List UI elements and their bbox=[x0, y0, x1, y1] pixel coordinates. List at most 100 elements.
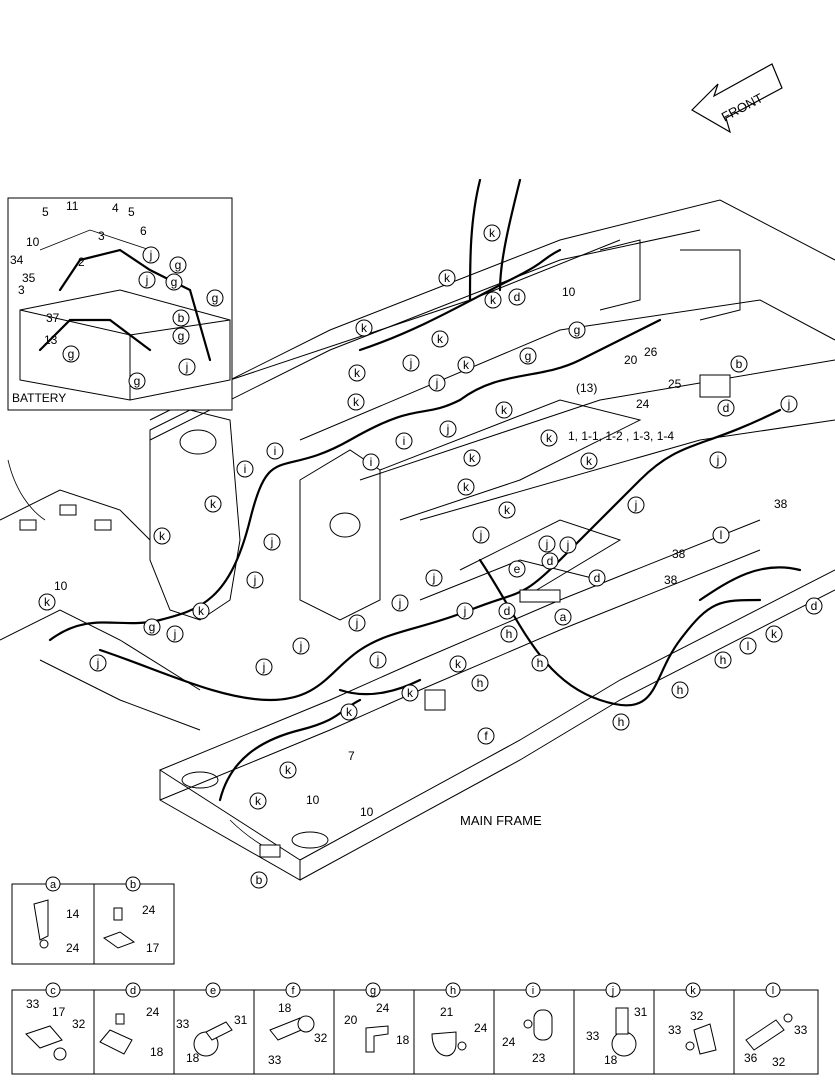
svg-text:18: 18 bbox=[150, 1045, 164, 1059]
detail-d: d 24 18 bbox=[99, 982, 164, 1059]
svg-text:b: b bbox=[736, 357, 743, 371]
svg-text:k: k bbox=[546, 431, 553, 445]
detail-f: f 18 33 32 bbox=[268, 982, 328, 1067]
svg-text:j: j bbox=[634, 498, 638, 512]
svg-text:h: h bbox=[720, 653, 727, 667]
svg-text:j: j bbox=[409, 356, 413, 370]
callout-g: g bbox=[519, 347, 537, 365]
detail-h: h 21 24 bbox=[431, 982, 488, 1057]
svg-text:24: 24 bbox=[142, 903, 156, 917]
svg-text:17: 17 bbox=[52, 1005, 66, 1019]
detail-box-a: a 14 24 bbox=[11, 876, 95, 965]
callout-g: g bbox=[143, 618, 161, 636]
callout-k: k bbox=[449, 655, 467, 673]
svg-text:k: k bbox=[255, 794, 262, 808]
callout-k: k bbox=[463, 449, 481, 467]
svg-text:h: h bbox=[618, 715, 625, 729]
callout-k: k bbox=[457, 356, 475, 374]
svg-text:f: f bbox=[291, 985, 295, 997]
svg-text:j: j bbox=[185, 360, 189, 374]
svg-text:e: e bbox=[514, 562, 521, 576]
callout-j: j bbox=[627, 496, 645, 514]
svg-text:e: e bbox=[210, 985, 216, 997]
svg-text:j: j bbox=[716, 453, 720, 467]
svg-text:g: g bbox=[178, 329, 185, 343]
callout-g: g bbox=[206, 289, 224, 307]
svg-text:c: c bbox=[50, 985, 56, 997]
part-10-bottom-a: 10 bbox=[306, 793, 320, 807]
svg-text:24: 24 bbox=[66, 941, 80, 955]
svg-text:j: j bbox=[566, 538, 570, 552]
svg-text:g: g bbox=[134, 374, 141, 388]
callout-a: a bbox=[554, 608, 572, 626]
svg-text:g: g bbox=[574, 323, 581, 337]
callout-g: g bbox=[165, 273, 183, 291]
inset-part-10: 10 bbox=[26, 235, 40, 249]
harness-part-ref: 1, 1-1, 1-2 , 1-3, 1-4 bbox=[568, 429, 674, 443]
svg-text:k: k bbox=[690, 985, 696, 997]
svg-text:j: j bbox=[270, 535, 274, 549]
svg-text:i: i bbox=[244, 462, 247, 476]
svg-text:j: j bbox=[787, 397, 791, 411]
svg-text:23: 23 bbox=[532, 1051, 546, 1065]
callout-j: j bbox=[472, 526, 490, 544]
svg-text:g: g bbox=[149, 620, 156, 634]
callout-g: g bbox=[169, 256, 187, 274]
svg-text:j: j bbox=[253, 573, 257, 587]
callout-k: k bbox=[401, 684, 419, 702]
svg-text:k: k bbox=[346, 705, 353, 719]
svg-text:k: k bbox=[285, 763, 292, 777]
detail-g: g 24 20 18 bbox=[344, 982, 410, 1053]
svg-text:l: l bbox=[747, 639, 750, 653]
svg-text:h: h bbox=[537, 656, 544, 670]
callout-k: k bbox=[498, 501, 516, 519]
callout-j: j bbox=[780, 395, 798, 413]
callout-k: k bbox=[192, 602, 210, 620]
inset-part-34: 34 bbox=[10, 253, 24, 267]
svg-text:21: 21 bbox=[440, 1005, 454, 1019]
svg-text:k: k bbox=[437, 332, 444, 346]
callout-b: b bbox=[250, 871, 268, 889]
svg-text:i: i bbox=[370, 455, 373, 469]
callout-k: k bbox=[38, 593, 56, 611]
part-26: 26 bbox=[644, 345, 658, 359]
part-38b: 38 bbox=[672, 547, 686, 561]
svg-text:j: j bbox=[432, 571, 436, 585]
front-arrow: FRONT bbox=[691, 63, 783, 134]
svg-text:32: 32 bbox=[690, 1009, 704, 1023]
callout-j: j bbox=[425, 569, 443, 587]
detail-c: c 33 17 32 bbox=[25, 982, 86, 1061]
callout-h: h bbox=[531, 654, 549, 672]
svg-text:j: j bbox=[463, 604, 467, 618]
svg-text:k: k bbox=[469, 451, 476, 465]
part-24-top: 24 bbox=[636, 397, 650, 411]
svg-text:f: f bbox=[484, 729, 488, 743]
callout-d: d bbox=[805, 597, 823, 615]
part-38a: 38 bbox=[774, 497, 788, 511]
callout-k: k bbox=[438, 269, 456, 287]
svg-text:24: 24 bbox=[474, 1021, 488, 1035]
svg-text:k: k bbox=[463, 358, 470, 372]
callout-j: j bbox=[166, 625, 184, 643]
svg-text:k: k bbox=[354, 366, 361, 380]
svg-text:j: j bbox=[262, 660, 266, 674]
svg-text:32: 32 bbox=[314, 1031, 328, 1045]
svg-text:24: 24 bbox=[376, 1001, 390, 1015]
svg-text:k: k bbox=[490, 293, 497, 307]
inset-part-2: 2 bbox=[78, 255, 85, 269]
detail-i: i 24 23 bbox=[502, 982, 553, 1065]
svg-text:k: k bbox=[361, 321, 368, 335]
part-20: 20 bbox=[624, 353, 638, 367]
callout-k: k bbox=[495, 401, 513, 419]
callout-i: i bbox=[395, 432, 413, 450]
callout-k: k bbox=[347, 393, 365, 411]
callout-k: k bbox=[249, 792, 267, 810]
svg-text:i: i bbox=[532, 985, 534, 997]
svg-text:18: 18 bbox=[278, 1001, 292, 1015]
callout-g: g bbox=[172, 327, 190, 345]
svg-text:h: h bbox=[506, 627, 513, 641]
battery-inset: BATTERY 5 11 4 5 6 10 3 2 34 35 3 37 13 bbox=[7, 197, 233, 411]
part-38c: 38 bbox=[664, 573, 678, 587]
svg-text:20: 20 bbox=[344, 1013, 358, 1027]
